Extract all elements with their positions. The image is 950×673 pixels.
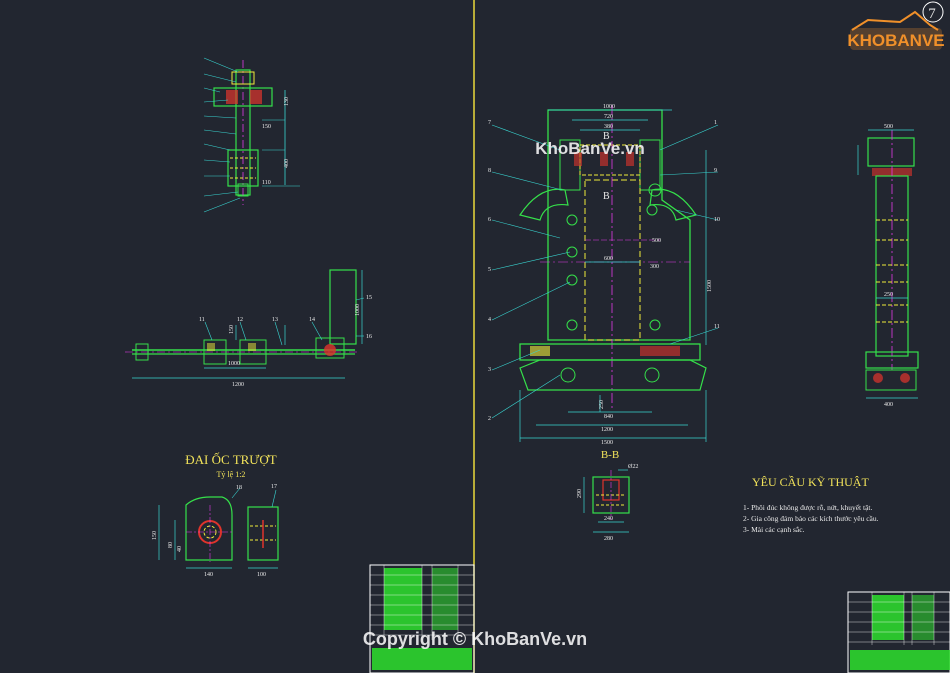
- balloon-middle-5: 16: [366, 334, 372, 340]
- dim-section-0: Ø22: [628, 464, 638, 470]
- balloon-main-6: 2: [488, 416, 491, 422]
- dim-detail-0: 150: [152, 531, 158, 540]
- dim-main-9: 1500: [601, 440, 613, 446]
- balloon-main-5: 3: [488, 367, 491, 373]
- detail-scale: Tỷ lệ 1:2: [217, 470, 246, 479]
- dim-top-2: 150: [262, 124, 271, 130]
- detail-nut-views: [158, 487, 279, 569]
- dim-middle-0: 1200: [232, 382, 244, 388]
- balloon-middle-4: 15: [366, 295, 372, 301]
- dim-main-8: 1200: [601, 427, 613, 433]
- balloon-main-1: 8: [488, 168, 491, 174]
- left-title-block: [369, 564, 475, 673]
- khobanve-logo: [850, 10, 942, 50]
- balloon-middle-0: 11: [199, 317, 205, 323]
- balloon-main-2: 6: [488, 217, 491, 223]
- dim-detail-3: 140: [204, 572, 213, 578]
- middle-assembly-view: [125, 269, 365, 379]
- main-front-view: [491, 105, 719, 442]
- balloon-detail-1: 17: [271, 484, 277, 490]
- dim-side-0: 500: [884, 124, 893, 130]
- dim-section-2: 240: [604, 516, 613, 522]
- dim-main-7: 840: [604, 414, 613, 420]
- balloon-detail-0: 18: [236, 485, 242, 491]
- balloon-main-10: 11: [714, 324, 720, 330]
- balloon-main-3: 5: [488, 267, 491, 273]
- right-title-block: [847, 591, 950, 673]
- top-assembly-view: [203, 57, 300, 213]
- balloon-middle-1: 12: [237, 317, 243, 323]
- dim-main-5: 500: [652, 238, 661, 244]
- dim-middle-2: 150: [229, 325, 235, 334]
- sheet-number: 7: [928, 6, 936, 22]
- dim-detail-1: 80: [168, 542, 174, 548]
- logo-text: KHOBANVE: [847, 31, 944, 50]
- dim-top-1: 400: [284, 159, 290, 168]
- requirement-2: 2- Gia công đảm bảo các kích thước yêu c…: [743, 514, 879, 523]
- requirement-1: 1- Phôi đúc không được rỗ, nứt, khuyết t…: [743, 503, 872, 512]
- requirement-3: 3- Mài các cạnh sắc.: [743, 525, 805, 534]
- dim-section-3: 280: [604, 536, 613, 542]
- dim-middle-1: 1000: [228, 361, 240, 367]
- dim-main-2: 380: [604, 124, 613, 130]
- dim-main-10: 250: [599, 400, 605, 409]
- sheet-number-circle: [922, 1, 944, 23]
- balloon-middle-3: 14: [309, 317, 315, 323]
- dim-side-2: 400: [884, 402, 893, 408]
- dim-middle-3: 1000: [355, 304, 361, 316]
- copyright-watermark: Copyright © KhoBanVe.vn: [363, 629, 587, 649]
- dim-main-6: 1500: [707, 280, 713, 292]
- dim-top-0: 130: [284, 97, 290, 106]
- dim-side-1: 250: [884, 292, 893, 298]
- dim-section-1: 290: [577, 489, 583, 498]
- section-mark-top: B: [603, 131, 610, 142]
- dim-detail-4: 100: [257, 572, 266, 578]
- center-watermark: KhoBanVe.vn: [535, 139, 645, 158]
- dim-main-4: 300: [650, 264, 659, 270]
- dim-detail-2: 40: [177, 546, 183, 552]
- section-bb-view: [583, 469, 630, 533]
- balloon-middle-2: 13: [272, 317, 278, 323]
- balloon-main-4: 4: [488, 317, 491, 323]
- dim-main-3: 600: [604, 256, 613, 262]
- dim-main-1: 720: [604, 114, 613, 120]
- side-view: [857, 129, 919, 399]
- section-label: B-B: [601, 449, 619, 461]
- balloon-main-7: 1: [714, 120, 717, 126]
- dim-top-3: 110: [262, 180, 271, 186]
- detail-title: ĐAI ỐC TRƯỢT: [185, 452, 277, 467]
- requirements-title: YÊU CẦU KỸ THUẬT: [752, 474, 869, 489]
- balloon-main-8: 9: [714, 168, 717, 174]
- balloon-main-9: 10: [714, 217, 720, 223]
- balloon-main-0: 7: [488, 120, 491, 126]
- dim-main-0: 1000: [603, 104, 615, 110]
- section-mark-bottom: B: [603, 191, 610, 202]
